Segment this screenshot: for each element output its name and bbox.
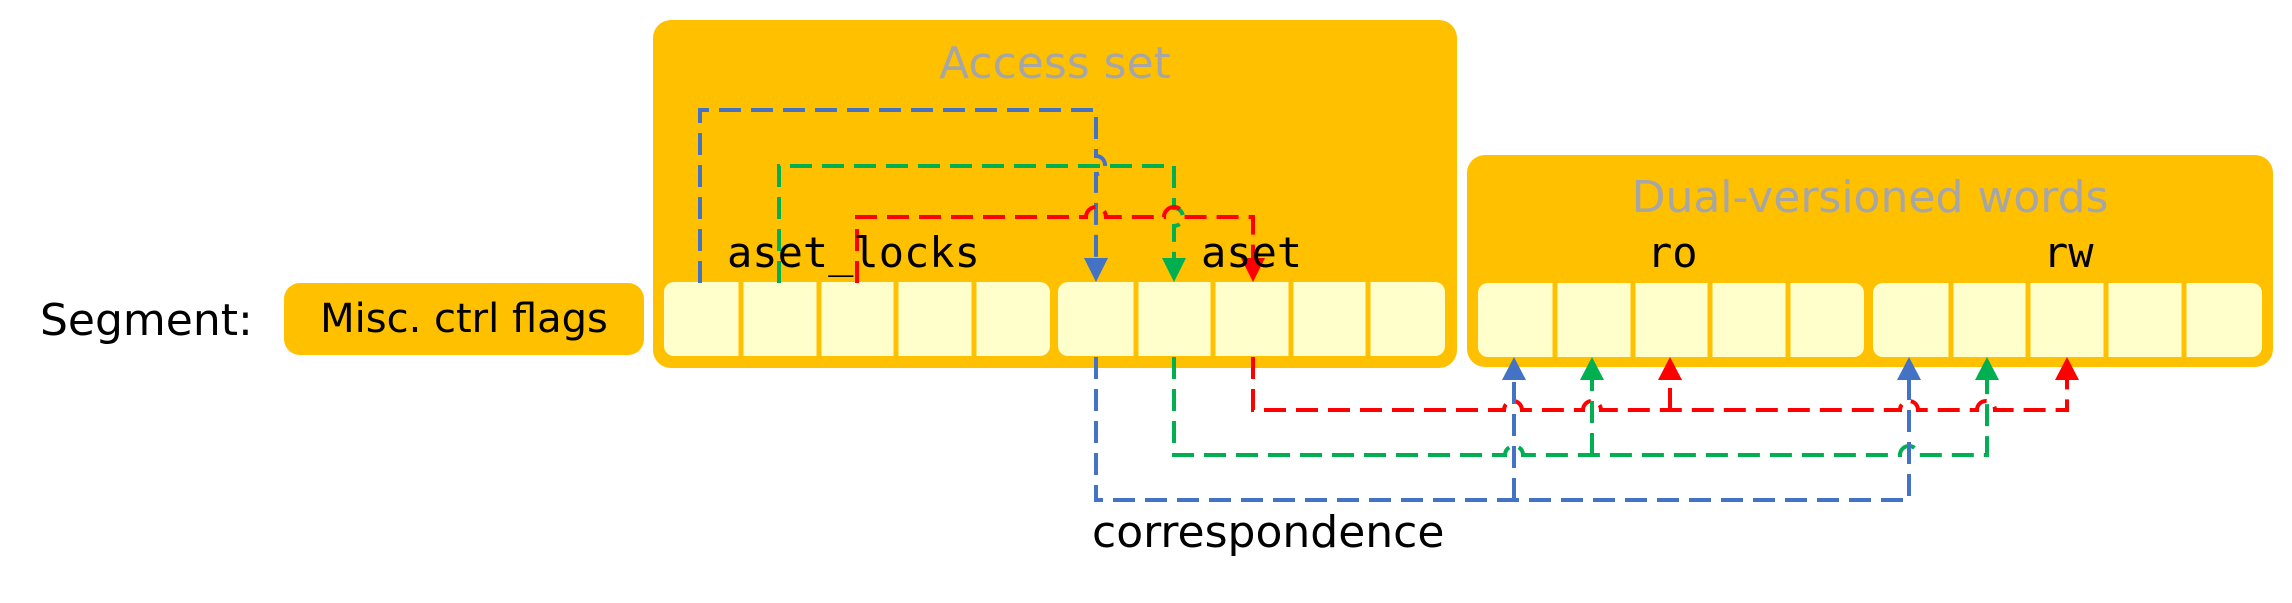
red-correspondence-line (1251, 357, 2069, 412)
green-lock-arrowhead (1162, 258, 1186, 282)
aset-locks-group (664, 282, 1050, 356)
misc-ctrl-flags-box (284, 283, 644, 355)
correspondence-label: correspondence (1092, 507, 1444, 558)
aset-label: aset (1201, 228, 1302, 277)
correspondence-arrows (1094, 357, 2069, 502)
segment-label: Segment: (40, 295, 253, 346)
red-lock-arrowhead (1241, 258, 1265, 282)
ro-group (1478, 283, 1864, 357)
green-correspondence-line (1172, 357, 1989, 457)
rw-cell-dividers (1948, 283, 2187, 357)
dual-versioned-title: Dual-versioned words (1632, 172, 2109, 223)
access-set-box (653, 20, 1457, 368)
green-ro-arrowhead (1580, 357, 1604, 380)
red-ro-arrowhead (1658, 357, 1682, 380)
blue-rw-arrowhead (1897, 357, 1921, 380)
ro-label: ro (1647, 228, 1698, 277)
blue-ro-arrowhead (1502, 357, 1526, 380)
correspondence-arrowheads (1502, 357, 2079, 380)
misc-ctrl-flags-label: Misc. ctrl flags (320, 296, 608, 342)
lock-to-aset-arrows (698, 108, 1255, 283)
blue-lock-arrow-line (698, 108, 1107, 283)
aset-locks-cell-dividers (738, 282, 977, 356)
aset-cell-dividers (1133, 282, 1371, 356)
aset-locks-label: aset_locks (727, 228, 980, 277)
access-set-title: Access set (939, 38, 1171, 89)
blue-correspondence-line (1094, 357, 1911, 502)
green-rw-arrowhead (1975, 357, 1999, 380)
aset-group (1058, 282, 1445, 356)
rw-label: rw (2043, 228, 2094, 277)
rw-group (1873, 283, 2262, 357)
red-rw-arrowhead (2055, 357, 2079, 380)
ro-cell-dividers (1552, 283, 1791, 357)
blue-lock-arrowhead (1084, 258, 1108, 282)
red-lock-arrow-line (855, 205, 1255, 283)
